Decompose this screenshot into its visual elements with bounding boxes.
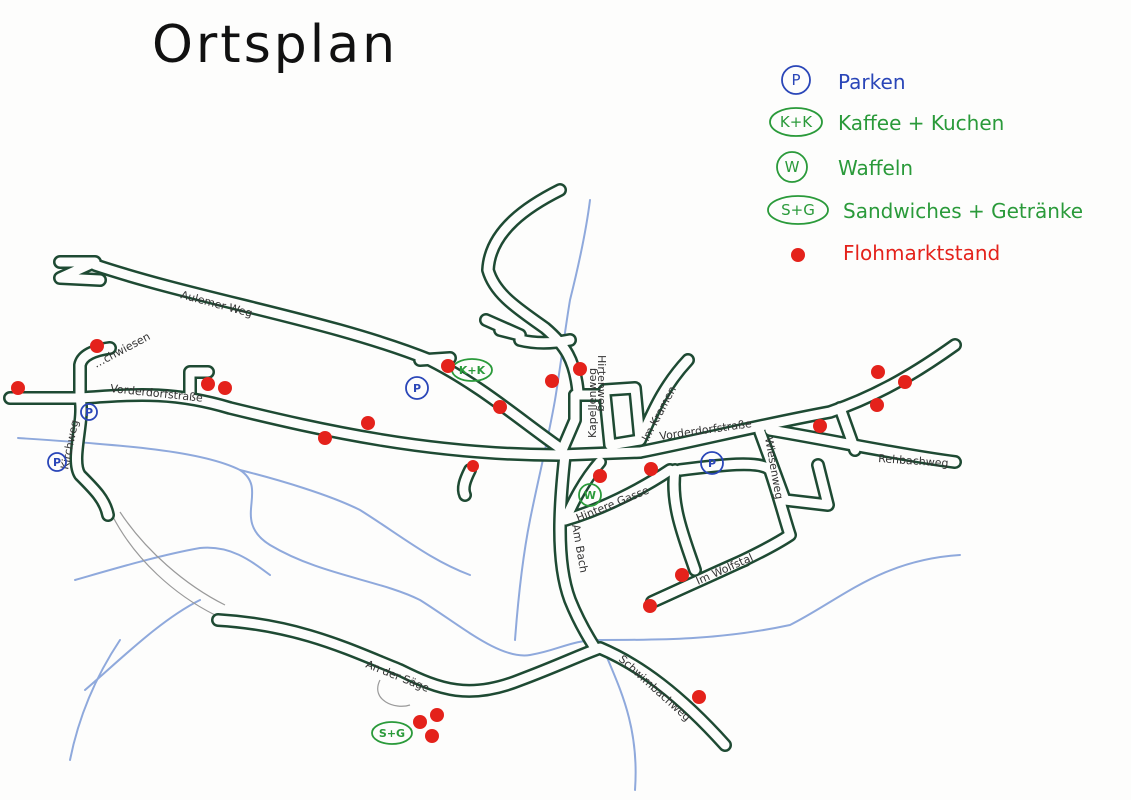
kaffee-kuchen-icon xyxy=(769,107,823,137)
svg-text:W: W xyxy=(785,158,800,176)
flea-market-stall[interactable] xyxy=(218,381,232,395)
parking-markers: P P P P xyxy=(47,376,724,475)
flea-market-stall[interactable] xyxy=(643,599,657,613)
parking-marker[interactable]: P xyxy=(80,403,98,421)
flea-market-stall[interactable] xyxy=(413,715,427,729)
footpaths xyxy=(111,511,411,707)
street-label-im-wolfstal: Im Wolfstal xyxy=(694,551,755,588)
svg-text:K+K: K+K xyxy=(780,113,813,131)
legend-label-flohmarktstand: Flohmarktstand xyxy=(843,241,1000,265)
road-fills xyxy=(5,185,960,750)
road-network xyxy=(3,183,962,752)
parking-marker[interactable]: P xyxy=(405,376,429,400)
waffeln-icon xyxy=(776,151,808,183)
sandwiches-getraenke-icon xyxy=(767,195,829,225)
flea-market-stall[interactable] xyxy=(201,377,215,391)
flea-market-stall[interactable] xyxy=(441,359,455,373)
legend-item-sandwiches-getraenke: S+G Sandwiches + Getränke xyxy=(767,195,1083,225)
street-label-rehbachweg: Rehbachweg xyxy=(878,452,949,470)
legend-label-sandwiches-getraenke: Sandwiches + Getränke xyxy=(843,199,1083,223)
flea-market-stall[interactable] xyxy=(871,365,885,379)
flea-market-stall[interactable] xyxy=(90,339,104,353)
legend-item-waffeln: W Waffeln xyxy=(776,151,913,183)
flea-market-stall[interactable] xyxy=(425,729,439,743)
svg-text:P: P xyxy=(791,71,800,89)
food-markers: K+K W S+G xyxy=(371,358,602,745)
river-north xyxy=(514,199,591,641)
river-branch-1 xyxy=(239,469,471,576)
waffeln-marker[interactable]: W xyxy=(578,483,602,507)
legend-label-kaffee-kuchen: Kaffee + Kuchen xyxy=(838,111,1004,135)
flea-market-stall-icon xyxy=(791,248,805,262)
street-label-hirtenweg: Hirtenweg xyxy=(595,355,608,412)
legend-item-parking: P Parken xyxy=(781,65,906,95)
river-southwest xyxy=(69,639,121,761)
flea-market-stall[interactable] xyxy=(870,398,884,412)
flea-market-stall[interactable] xyxy=(361,416,375,430)
flea-market-stall[interactable] xyxy=(318,431,332,445)
street-label-am-bach: Am Bach xyxy=(569,523,590,574)
flea-market-stall[interactable] xyxy=(493,400,507,414)
svg-text:P: P xyxy=(708,457,716,470)
flea-market-stall[interactable] xyxy=(898,375,912,389)
flea-market-stall[interactable] xyxy=(593,469,607,483)
svg-text:W: W xyxy=(584,489,596,502)
flea-market-stall[interactable] xyxy=(644,462,658,476)
legend-item-kaffee-kuchen: K+K Kaffee + Kuchen xyxy=(769,107,1004,137)
svg-text:P: P xyxy=(85,406,93,419)
flea-market-stall[interactable] xyxy=(675,568,689,582)
parking-marker[interactable]: P xyxy=(47,452,67,472)
flea-market-stall[interactable] xyxy=(467,460,479,472)
street-label-kapellenweg: Kapellenweg xyxy=(586,368,599,438)
legend-item-flohmarktstand: Flohmarktstand xyxy=(791,241,1000,265)
sandwiches-getraenke-marker[interactable]: S+G xyxy=(371,721,413,745)
road-outlines xyxy=(3,183,962,752)
parking-icon xyxy=(781,65,811,95)
svg-text:P: P xyxy=(53,456,61,469)
svg-text:S+G: S+G xyxy=(781,201,815,219)
footpath-3 xyxy=(377,679,411,707)
svg-text:K+K: K+K xyxy=(459,364,486,377)
footpath-1 xyxy=(111,514,216,616)
map-title: Ortsplan xyxy=(152,15,398,75)
flea-market-stall[interactable] xyxy=(813,419,827,433)
footpath-2 xyxy=(119,511,226,606)
flea-market-stall[interactable] xyxy=(545,374,559,388)
legend: P Parken K+K Kaffee + Kuchen W Waffeln S… xyxy=(767,65,1083,265)
flea-market-stall[interactable] xyxy=(430,708,444,722)
svg-text:S+G: S+G xyxy=(379,727,405,740)
svg-text:P: P xyxy=(413,382,421,395)
flea-market-stall[interactable] xyxy=(11,381,25,395)
flea-market-stall[interactable] xyxy=(573,362,587,376)
parking-marker[interactable]: P xyxy=(700,451,724,475)
river-branch-3 xyxy=(84,599,201,691)
river-branch-2 xyxy=(74,546,271,581)
flea-market-stalls xyxy=(11,339,912,743)
flea-market-stall[interactable] xyxy=(692,690,706,704)
legend-label-parking: Parken xyxy=(838,70,906,94)
legend-label-waffeln: Waffeln xyxy=(838,156,913,180)
